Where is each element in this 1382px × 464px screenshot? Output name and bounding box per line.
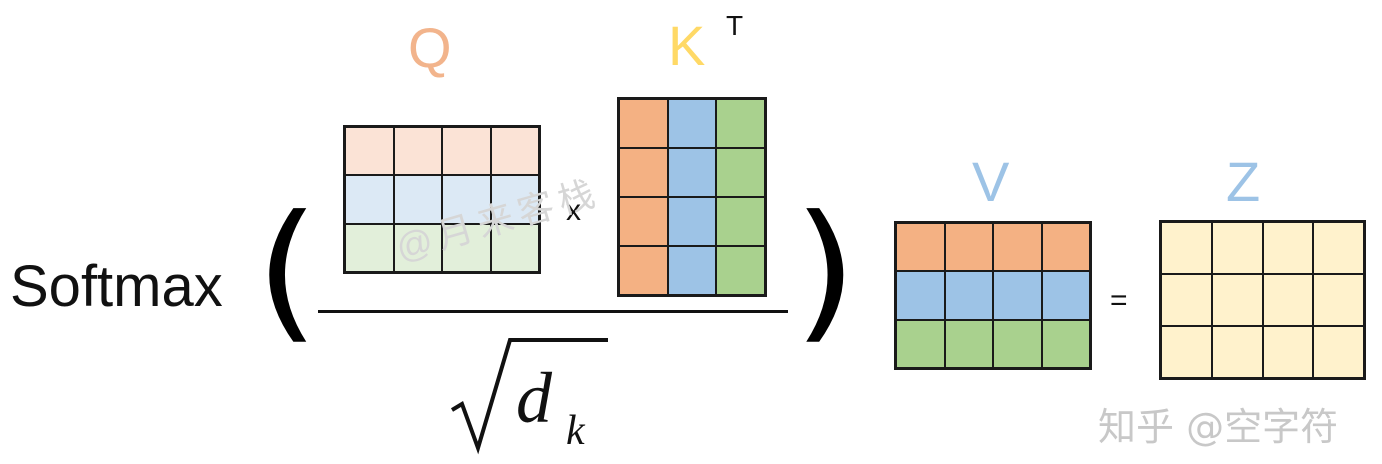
matrix-cell [490, 223, 539, 272]
sqrt-radical-sign [450, 338, 608, 455]
k-transpose-superscript: T [726, 10, 744, 41]
v-label: V [972, 150, 1010, 213]
matrix-cell [1262, 274, 1314, 326]
matrix-cell [1161, 274, 1212, 326]
k-label: K [668, 14, 706, 77]
matrix-cell [1313, 326, 1364, 378]
q-label: Q [408, 16, 452, 79]
matrix-cell [716, 148, 765, 197]
matrix-cell [993, 271, 1042, 320]
matrix-cell [1313, 274, 1364, 326]
matrix-cell [345, 175, 394, 224]
matrix-cell [345, 223, 394, 272]
matrix-cell [944, 223, 993, 272]
matrix-cell [442, 127, 491, 176]
matrix-cell [619, 99, 668, 148]
kt-matrix [617, 97, 767, 297]
matrix-cell [896, 319, 945, 368]
matrix-cell [393, 127, 442, 176]
matrix-cell [896, 223, 945, 272]
matrix-cell [393, 223, 442, 272]
matrix-cell [619, 148, 668, 197]
matrix-cell [667, 99, 717, 148]
matrix-cell [896, 271, 945, 320]
matrix-cell [1211, 326, 1263, 378]
matrix-cell [442, 175, 491, 224]
matrix-cell [716, 197, 765, 246]
matrix-cell [490, 175, 539, 224]
matrix-cell [993, 223, 1042, 272]
matrix-cell [1211, 222, 1263, 274]
matrix-cell [667, 148, 717, 197]
matrix-cell [619, 246, 668, 295]
sqrt-variable-d: d [516, 358, 553, 438]
matrix-cell [1161, 326, 1212, 378]
z-matrix [1159, 220, 1366, 380]
matrix-cell [944, 319, 993, 368]
matrix-cell [944, 271, 993, 320]
matrix-cell [667, 246, 717, 295]
left-parenthesis: ( [255, 184, 320, 358]
z-label: Z [1226, 150, 1261, 213]
matrix-cell [490, 127, 539, 176]
matrix-cell [619, 197, 668, 246]
right-parenthesis: ) [793, 184, 858, 358]
sqrt-dk-denominator: d k [450, 338, 608, 455]
matrix-cell [345, 127, 394, 176]
matrix-cell [1041, 271, 1090, 320]
fraction-bar [318, 310, 788, 313]
matrix-cell [716, 246, 765, 295]
softmax-label: Softmax [10, 254, 223, 319]
v-matrix [894, 221, 1092, 370]
matrix-cell [1211, 274, 1263, 326]
q-matrix [343, 125, 541, 274]
matrix-cell [1262, 326, 1314, 378]
matrix-cell [442, 223, 491, 272]
matrix-cell [393, 175, 442, 224]
sqrt-subscript-k: k [566, 408, 586, 454]
matrix-cell [1161, 222, 1212, 274]
matrix-cell [1262, 222, 1314, 274]
matrix-cell [716, 99, 765, 148]
matrix-cell [1041, 223, 1090, 272]
matrix-cell [1313, 222, 1364, 274]
zhihu-brand-watermark: 知乎 @空字符 [1098, 405, 1339, 449]
matrix-cell [993, 319, 1042, 368]
matrix-cell [1041, 319, 1090, 368]
matrix-cell [667, 197, 717, 246]
multiply-sign: x [566, 194, 581, 227]
equals-sign: = [1110, 284, 1128, 317]
